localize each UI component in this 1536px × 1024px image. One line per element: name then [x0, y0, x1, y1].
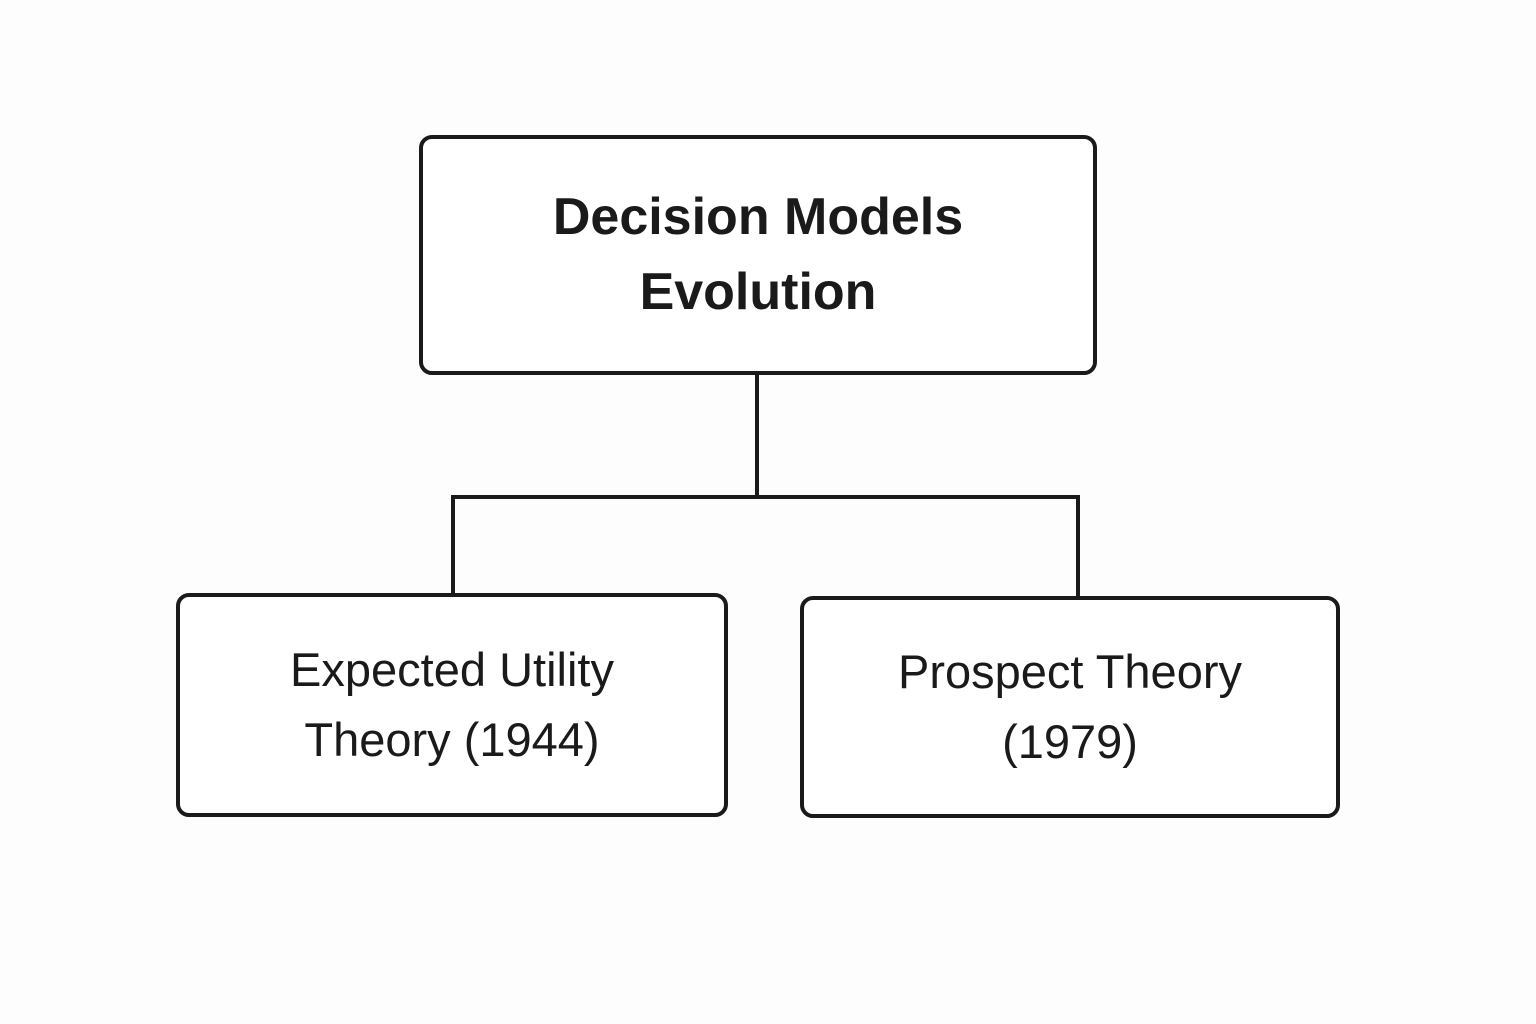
node-label: Expected Utility Theory (1944)	[290, 642, 614, 767]
node-label: Decision Models Evolution	[552, 187, 964, 321]
node-label: Prospect Theory (1979)	[898, 644, 1242, 769]
node-decision-models-evolution: Decision Models Evolution	[419, 135, 1097, 375]
node-expected-utility-theory: Expected Utility Theory (1944)	[176, 593, 728, 817]
node-prospect-theory: Prospect Theory (1979)	[800, 596, 1340, 818]
connector-branch-rail	[451, 495, 1080, 600]
